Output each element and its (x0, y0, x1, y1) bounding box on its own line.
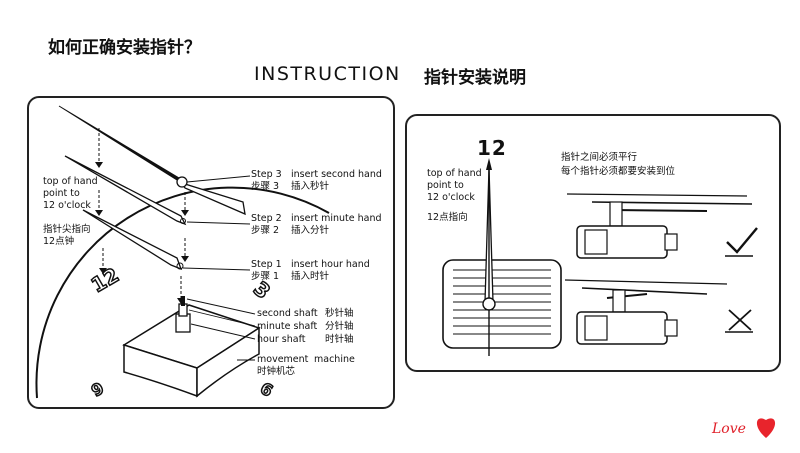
left-instruction-panel: 12 3 6 9 top of hand point to 12 o'clock… (27, 96, 395, 409)
minute-hand-hole (180, 218, 186, 224)
guide-arrows (98, 128, 186, 298)
minute-shaft-label: minute shaft (257, 321, 318, 332)
left-diagram-art (35, 105, 330, 399)
movement-front-icon (442, 259, 562, 349)
hour-hand-hole (176, 262, 184, 270)
right-hand-tip-en-3: 12 o'clock (427, 192, 475, 203)
hand-tip-cn-1: 指针尖指向 (43, 224, 91, 235)
love-watermark: Love (712, 421, 746, 437)
hour-hand-icon (82, 209, 183, 271)
hour-shaft-label: hour shaft (257, 334, 306, 345)
parallel-note: 指针之间必须平行 (561, 152, 638, 163)
hand-tip-cn-2: 12点钟 (43, 236, 75, 247)
step-2-label-cn: 步骤 2 (251, 225, 280, 236)
second-shaft-icon (181, 296, 185, 306)
instruction-title-cn: 指针安装说明 (424, 68, 526, 88)
second-hand-tail-icon (178, 179, 246, 216)
minute-shaft-label-cn: 分针轴 (325, 321, 354, 332)
machine-label: machine (314, 354, 355, 365)
step-2-label: Step 2 (251, 213, 282, 224)
movement-ribs (453, 269, 551, 335)
hour-shaft-icon (175, 313, 191, 333)
step-2-action: insert minute hand (291, 213, 382, 224)
step-1-action: insert hour hand (291, 259, 370, 270)
second-hand-hub (176, 176, 188, 188)
right-diagram-art (442, 158, 758, 356)
second-hand-needle-icon (58, 105, 180, 181)
step-leader-lines (182, 175, 251, 271)
step-2-action-cn: 插入分针 (291, 225, 330, 236)
arrow-up-icon (486, 158, 492, 170)
step-3-label: Step 3 (251, 169, 282, 180)
movement-label: movement (257, 354, 309, 365)
second-shaft-label-cn: 秒针轴 (325, 308, 354, 319)
page-question: 如何正确安装指针？ (48, 38, 201, 58)
step-3-action: insert second hand (291, 169, 382, 180)
hand-tip-en-1: top of hand (43, 176, 98, 187)
center-hub (482, 297, 496, 311)
right-instruction-panel: 12 top of hand point to 12 o'clock 12点指向… (405, 114, 781, 372)
right-hand-tip-en-1: top of hand (427, 168, 482, 179)
step-3-action-cn: 插入秒针 (291, 181, 330, 192)
check-mark-icon (726, 227, 758, 254)
minute-hand-icon (64, 155, 187, 226)
second-shaft-label: second shaft (257, 308, 318, 319)
twelve-label: 12 (477, 136, 507, 160)
hour-shaft-label-cn: 时针轴 (325, 334, 354, 345)
hand-tip-en-2: point to (43, 188, 80, 199)
clock-dial-arc (35, 186, 330, 399)
cross-mark-icon (728, 309, 752, 331)
step-1-label-cn: 步骤 1 (251, 271, 280, 282)
step-1-label: Step 1 (251, 259, 282, 270)
movement-label-cn: 时钟机芯 (257, 366, 296, 377)
step-1-action-cn: 插入时针 (291, 271, 330, 282)
correct-install-illustration (566, 193, 753, 259)
step-3-label-cn: 步骤 3 (251, 181, 280, 192)
install-note: 每个指针必须都要安装到位 (561, 166, 676, 177)
hand-tip-en-3: 12 o'clock (43, 200, 91, 211)
movement-right-face (196, 326, 260, 398)
right-hand-tip-cn: 12点指向 (427, 212, 468, 223)
right-hand-tip-en-2: point to (427, 180, 464, 191)
heart-icon (756, 418, 776, 438)
shaft-leader-lines (186, 298, 256, 361)
wrong-install-illustration (564, 279, 728, 345)
instruction-title-en: INSTRUCTION (254, 63, 401, 85)
